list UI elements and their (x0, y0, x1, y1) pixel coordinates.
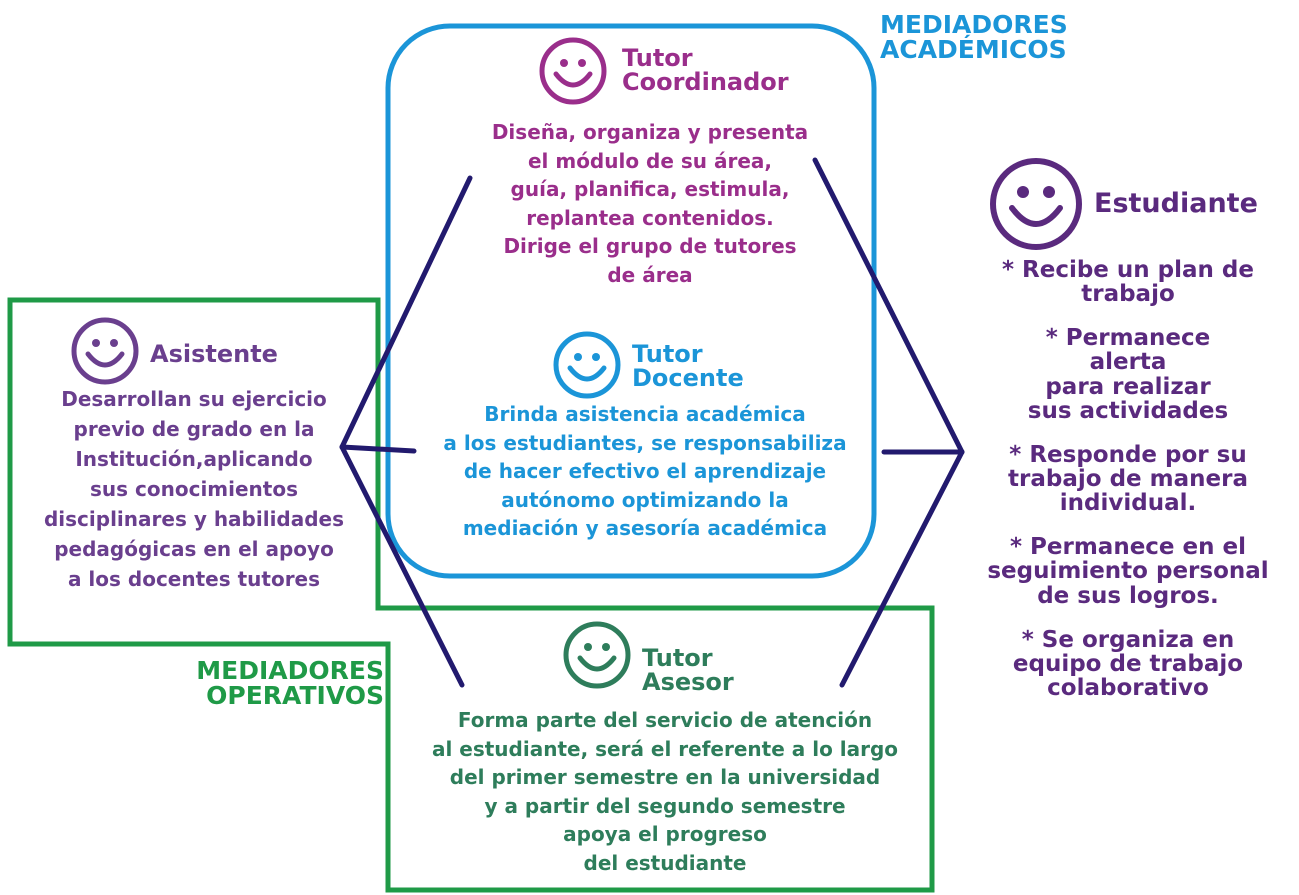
coordinador-smiley-icon (539, 37, 607, 105)
connector-coordinador-right (812, 157, 965, 455)
academic-frame (385, 23, 877, 579)
academic-label-line2: ACADÉMICOS (880, 35, 1067, 64)
coordinador-desc-line: replantea contenidos. (526, 205, 774, 230)
operative-frame (7, 297, 935, 893)
asesor-smiley-icon (563, 621, 631, 689)
docente-title-line2: Docente (632, 364, 744, 392)
connector-asesor-left (339, 444, 465, 688)
asesor-title-line1: Tutor (642, 644, 713, 672)
coordinador-desc-line: guía, planifica, estimula, (510, 177, 790, 201)
asistente-smiley-icon (71, 317, 139, 385)
asesor-title: Tutor Asesor (642, 646, 734, 694)
asesor-desc-line: Forma parte del servicio de atención (457, 708, 873, 732)
asistente-title: Asistente (150, 340, 278, 368)
asistente-desc-line: pedagógicas en el apoyo (54, 537, 334, 561)
asistente-description: Desarrollan su ejercicio previo de grado… (14, 384, 374, 594)
asistente-desc-line: previo de grado en la (73, 417, 315, 441)
asesor-desc-line: del estudiante (583, 850, 747, 875)
asesor-desc-line: apoya el progreso (563, 822, 767, 846)
estudiante-bullet: * Se organiza en equipo de trabajo colab… (1012, 626, 1244, 701)
asesor-desc-line: del primer semestre en la universidad (449, 765, 881, 789)
connector-coordinador-left (339, 175, 473, 450)
docente-desc-line: Brinda asistencia académica (484, 402, 806, 426)
asesor-desc-line: y a partir del segundo semestre (484, 793, 846, 818)
operative-label-line2: OPERATIVOS (206, 681, 384, 710)
asistente-desc-line: sus conocimientos (90, 477, 298, 501)
docente-description: Brinda asistencia académica a los estudi… (410, 400, 880, 543)
coordinador-title-line2: Coordinador (622, 68, 789, 96)
coordinador-desc-line: el módulo de su área, (527, 148, 773, 173)
connector-asesor-right (839, 449, 965, 688)
docente-title: Tutor Docente (632, 342, 744, 390)
coordinador-title: Tutor Coordinador (622, 46, 789, 94)
asistente-desc-line: Desarrollan su ejercicio (61, 387, 327, 411)
coordinador-title-line1: Tutor (622, 44, 693, 72)
estudiante-smiley-icon (990, 158, 1082, 250)
estudiante-bullet: * Permanece en el seguimiento personal d… (987, 534, 1269, 609)
asesor-title-line2: Asesor (642, 668, 734, 696)
estudiante-bullet: * Permanece alerta para realizar sus act… (1027, 325, 1229, 424)
estudiante-bullet: * Responde por su trabajo de manera indi… (1008, 441, 1248, 517)
academic-group-label: MEDIADORES ACADÉMICOS (880, 12, 1100, 62)
asistente-desc-line: a los docentes tutores (67, 567, 321, 591)
estudiante-title: Estudiante (1094, 188, 1258, 219)
docente-title-line1: Tutor (632, 340, 703, 368)
coordinador-description: Diseña, organiza y presenta el módulo de… (430, 118, 870, 289)
estudiante-bullet-list: * Recibe un plan de trabajo * Permanece … (958, 258, 1298, 720)
coordinador-desc-line: Diseña, organiza y presenta (491, 120, 809, 144)
connector-docente-left (339, 444, 417, 454)
academic-label-line1: MEDIADORES (880, 10, 1068, 39)
coordinador-desc-line: Dirige el grupo de tutores (503, 234, 797, 258)
asistente-desc-line: disciplinares y habilidades (43, 507, 345, 531)
estudiante-bullet: * Recibe un plan de trabajo (1001, 257, 1254, 308)
docente-smiley-icon (553, 331, 621, 399)
docente-desc-line: mediación y asesoría académica (462, 516, 828, 540)
docente-desc-line: de hacer efectivo el aprendizaje (463, 459, 827, 483)
operative-label-line1: MEDIADORES (196, 656, 384, 685)
asesor-desc-line: al estudiante, será el referente a lo la… (431, 736, 899, 761)
coordinador-desc-line: de área (607, 262, 693, 287)
asistente-desc-line: Institución,aplicando (75, 447, 313, 471)
docente-desc-line: a los estudiantes, se responsabiliza (443, 430, 847, 455)
asesor-description: Forma parte del servicio de atención al … (410, 706, 920, 877)
operative-group-label: MEDIADORES OPERATIVOS (164, 658, 384, 708)
docente-desc-line: autónomo optimizando la (501, 487, 789, 512)
